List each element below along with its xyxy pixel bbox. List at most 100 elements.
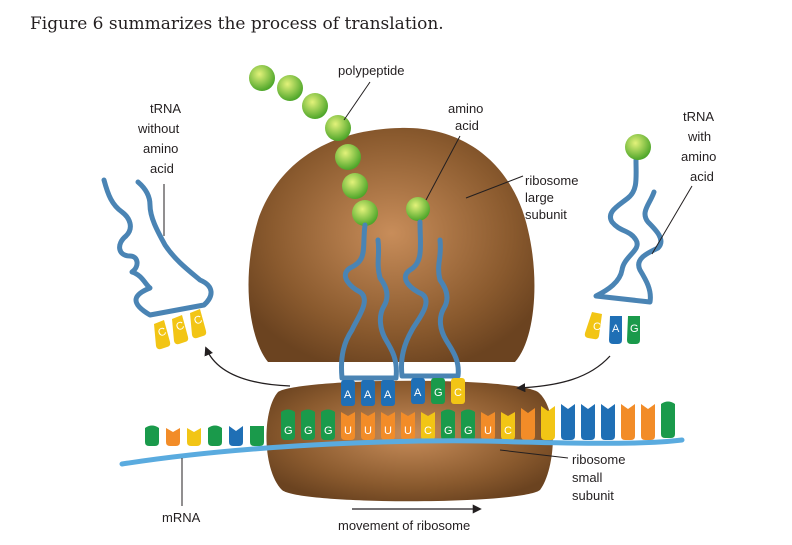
label-ribosome-large-line2: large [525, 190, 554, 205]
label-ribosome-small-line3: subunit [572, 488, 614, 503]
leader-amino-acid [425, 135, 461, 201]
mrna-base [381, 412, 395, 440]
amino-acid-bead [249, 65, 275, 91]
leader-ribosome-small [499, 449, 569, 459]
trna-a-letter: C [454, 387, 462, 399]
mrna-letter: U [404, 425, 412, 437]
mrna-letter: G [284, 425, 293, 437]
trna-anticodon-base [381, 380, 395, 406]
mrna-base [187, 428, 201, 446]
label-ribosome-small-line1: ribosome [572, 452, 625, 467]
trna-left-letter: C [156, 326, 168, 340]
trna-right-letter: A [612, 323, 620, 335]
mrna-base [661, 401, 675, 438]
label-polypeptide: polypeptide [338, 63, 405, 78]
mrna-base [166, 428, 180, 446]
amino-acid-bead [325, 115, 351, 141]
mrna-letter: C [504, 425, 512, 437]
trna-with-amino-acid: C A G [584, 134, 664, 344]
label-trna-with-line2: with [687, 129, 711, 144]
amino-acid-bead [335, 144, 361, 170]
trna-anticodon-base [190, 309, 207, 339]
label-trna-with-line3: amino [681, 149, 716, 164]
mrna-letter: C [424, 425, 432, 437]
mrna-base [481, 412, 495, 440]
label-trna-with-line4: acid [690, 169, 714, 184]
amino-acid-bead [302, 93, 328, 119]
leader-polypeptide [343, 81, 371, 121]
mrna-base [401, 412, 415, 440]
leader-ribosome-large [465, 175, 524, 199]
trna-p-site: A A A [339, 222, 399, 406]
mrna-letter: U [384, 425, 392, 437]
label-trna-without-line2: without [137, 121, 180, 136]
mrna-base [621, 404, 635, 440]
mrna-base [461, 409, 475, 440]
mrna-base [250, 426, 264, 446]
trna-anticodon-base [154, 320, 171, 350]
mrna-bases [145, 401, 675, 446]
mrna-backbone [119, 437, 685, 467]
mrna-letter: G [444, 425, 453, 437]
mrna-letter: U [484, 425, 492, 437]
mrna-letter: G [304, 425, 313, 437]
amino-acid-a-site [406, 197, 430, 221]
mrna-letter: U [344, 425, 352, 437]
trna-anticodon-base [451, 378, 465, 404]
mrna-base [601, 404, 615, 440]
mrna-base [421, 412, 435, 440]
label-ribosome-large-line1: ribosome [525, 173, 578, 188]
figure-caption: Figure 6 summarizes the process of trans… [30, 14, 444, 34]
mrna-letter: G [464, 425, 473, 437]
mrna-letter: G [324, 425, 333, 437]
label-trna-with-line1: tRNA [683, 109, 714, 124]
mrna-base [208, 425, 222, 446]
label-amino-acid-line2: acid [455, 118, 479, 133]
mrna-base [341, 412, 355, 440]
mrna-base [641, 404, 655, 440]
trna-anticodon-base [431, 378, 445, 404]
mrna-base [301, 409, 315, 440]
exit-arrow [204, 346, 291, 387]
mrna-letter: U [364, 425, 372, 437]
trna-a-site: A G C [399, 219, 465, 404]
mrna-base [541, 406, 555, 440]
mrna-base [321, 409, 335, 440]
amino-acid-bead [277, 75, 303, 101]
mrna-base [361, 412, 375, 440]
trna-anticodon-base [172, 315, 189, 345]
entry-arrow [516, 355, 611, 393]
leader-lines [163, 81, 693, 506]
amino-acid-attached [625, 134, 651, 160]
label-ribosome-large-line3: subunit [525, 207, 567, 222]
label-ribosome-small-line2: small [572, 470, 602, 485]
trna-left-letter: C [192, 314, 204, 328]
leader-trna-with [651, 185, 693, 255]
polypeptide-chain [249, 65, 378, 226]
trna-a-letter: G [434, 387, 443, 399]
trna-anticodon-base [584, 312, 602, 340]
mrna-base [561, 404, 575, 440]
trna-a-letter: A [414, 387, 422, 399]
trna-anticodon-base [627, 316, 640, 344]
mrna-codon-letters: G G G U U U U C G G U C [284, 425, 512, 437]
trna-p-letter: A [364, 389, 372, 401]
mrna-base [145, 425, 159, 446]
trna-anticodon-base [361, 380, 375, 406]
label-trna-without-line3: amino [143, 141, 178, 156]
trna-right-letter: C [593, 321, 601, 333]
mrna-base [581, 404, 595, 440]
trna-anticodon-base [411, 378, 425, 404]
amino-acid-bead [352, 200, 378, 226]
label-amino-acid-line1: amino [448, 101, 483, 116]
label-mrna: mRNA [162, 510, 201, 525]
trna-anticodon-base [341, 380, 355, 406]
mrna-base [229, 426, 243, 446]
mrna-base [521, 408, 535, 440]
mrna-base [281, 409, 295, 440]
mrna-base [501, 412, 515, 440]
trna-without-amino-acid: C C C [101, 177, 214, 350]
mrna-base [441, 409, 455, 440]
label-movement: movement of ribosome [338, 518, 470, 533]
